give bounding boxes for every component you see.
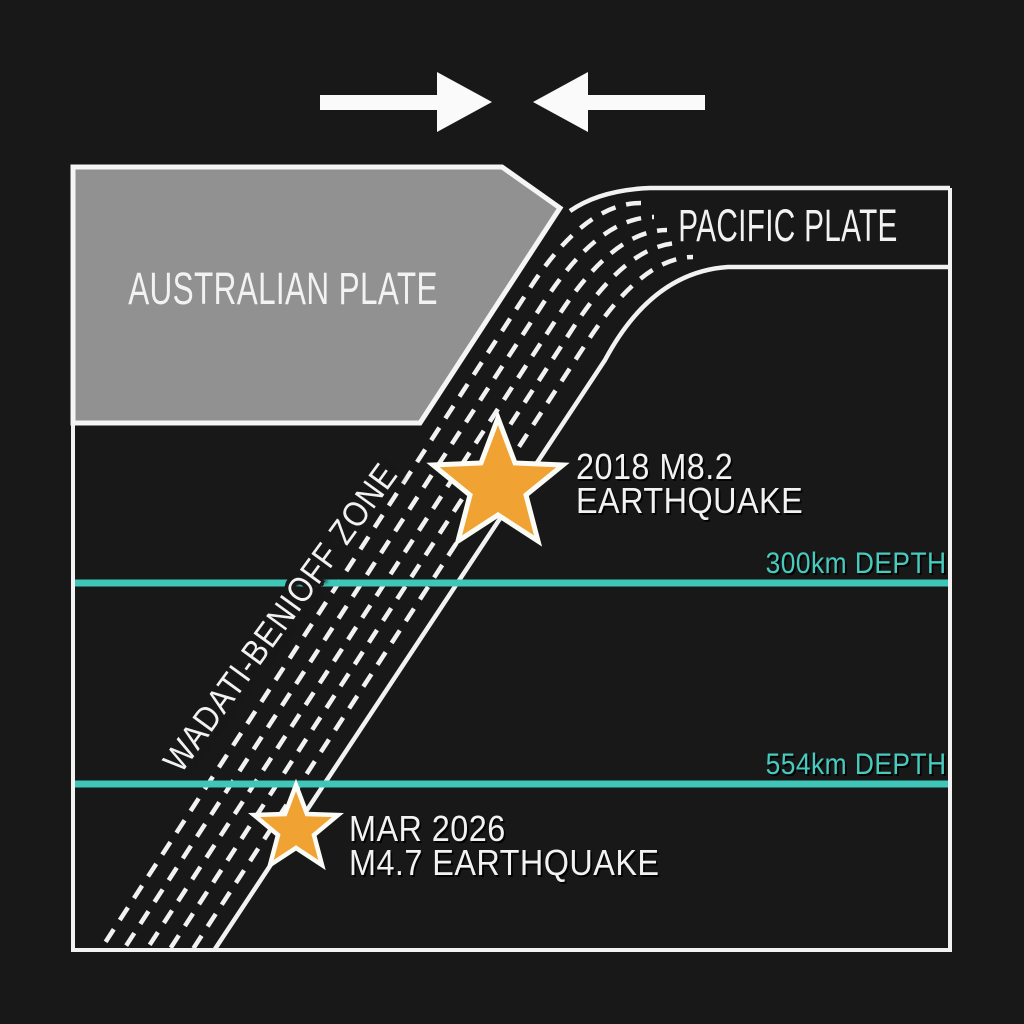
earthquake-2026-line2: M4.7 EARTHQUAKE <box>349 842 660 883</box>
star-icon <box>248 778 344 871</box>
slab-dash-line <box>122 214 655 951</box>
australian-plate-shape <box>70 164 564 426</box>
earthquake-2018-line1: 2018 M8.2 <box>576 446 734 487</box>
convergence-arrows <box>320 72 705 132</box>
pacific-plate-top-boundary <box>568 185 950 213</box>
arrow-right-icon <box>320 72 492 132</box>
earthquake-2018-line2: EARTHQUAKE <box>576 480 804 521</box>
slab-dash-line <box>168 240 681 951</box>
earthquake-2018-label: 2018 M8.2 EARTHQUAKE <box>576 446 804 521</box>
earthquake-2026-line1: MAR 2026 <box>349 808 506 849</box>
pacific-plate-bottom-boundary <box>213 264 950 951</box>
slab-dash-line <box>145 227 668 951</box>
earthquake-2026-label: MAR 2026 M4.7 EARTHQUAKE <box>349 808 660 883</box>
depth-marker-300km-label: 300km DEPTH <box>766 547 947 580</box>
subducting-slab-dashes <box>99 200 694 951</box>
australian-plate-label: AUSTRALIAN PLATE <box>128 263 438 314</box>
slab-dash-line <box>99 200 642 951</box>
depth-marker-554km-label: 554km DEPTH <box>766 748 947 781</box>
diagram-frame <box>71 167 952 952</box>
star-icon <box>426 410 570 547</box>
arrow-left-icon <box>533 72 705 132</box>
pacific-plate-label: PACIFIC PLATE <box>678 200 898 251</box>
slab-dash-line <box>191 254 694 951</box>
